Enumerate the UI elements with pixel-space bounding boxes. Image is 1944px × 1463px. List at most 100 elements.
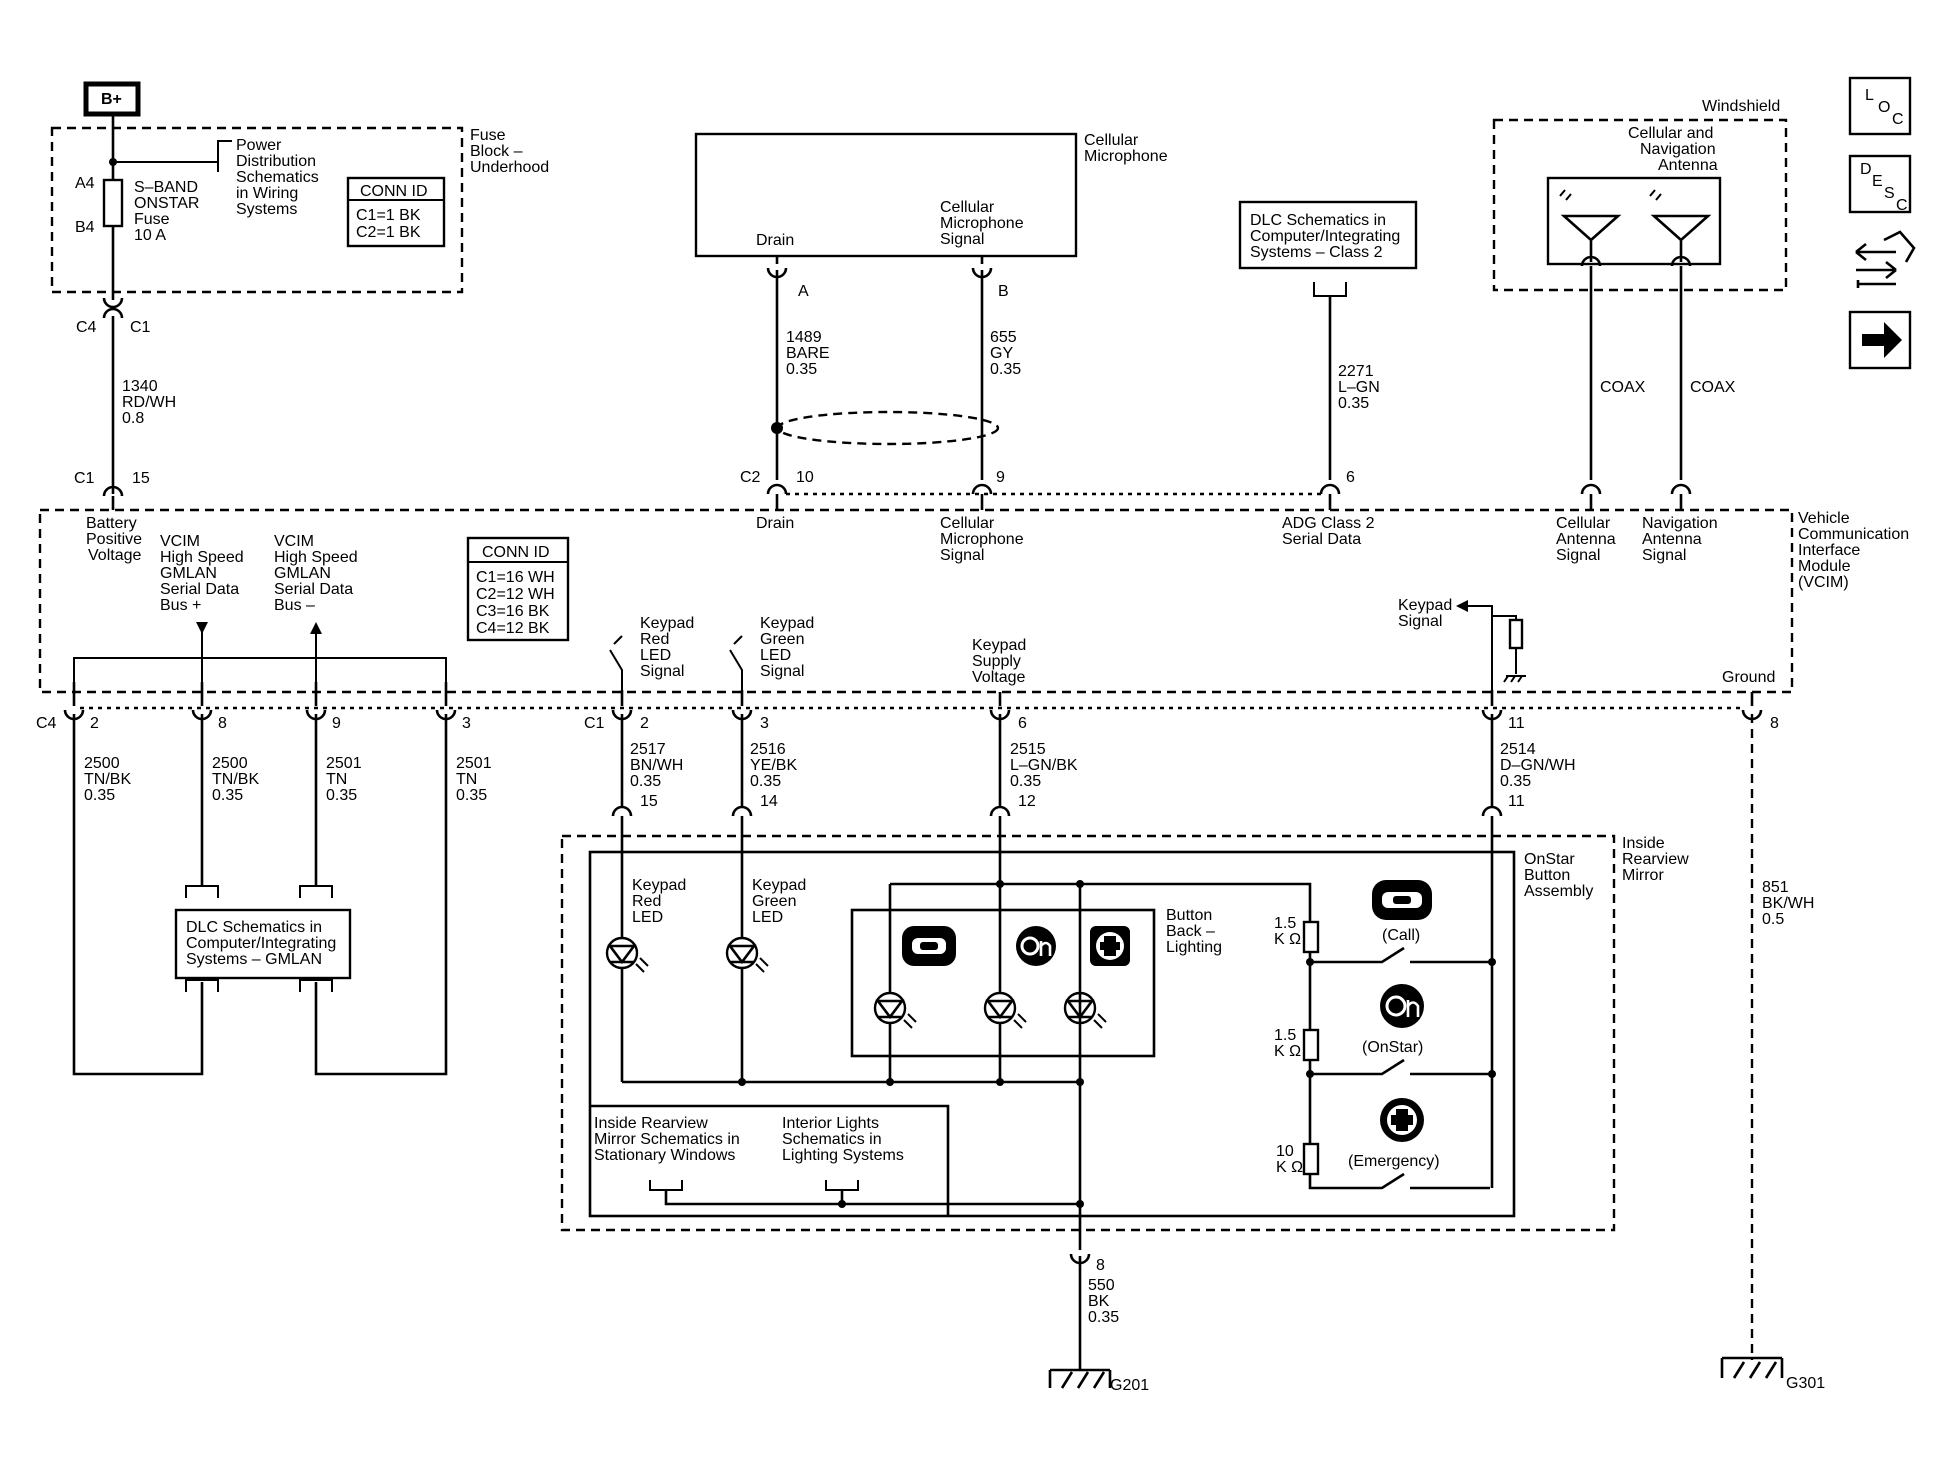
fuse-block-outline (50, 126, 464, 294)
r1-label: 1.5 K Ω (1274, 915, 1301, 948)
nav-icon-desc[interactable]: D E S C (1848, 154, 1912, 214)
lower-pin-3b: 3 (760, 715, 769, 732)
wire-2501a-label: 2501 TN 0.35 (326, 755, 366, 804)
vcim-green-led-label: Keypad Green LED Signal (760, 615, 819, 680)
emergency-label: (Emergency) (1348, 1153, 1440, 1170)
gmlan-wires: 2500 TN/BK 0.35 2500 TN/BK 0.35 2501 TN … (72, 714, 492, 1076)
lower-pin-8: 8 (218, 715, 227, 732)
nav-icon-loc[interactable]: L O C (1848, 76, 1912, 136)
lower-pin-9: 9 (332, 715, 341, 732)
microphone-pin-b: B (998, 283, 1009, 300)
shield-ellipse (776, 410, 1000, 446)
fuse-conn-id-rows: C1=1 BK C2=1 BK (356, 207, 425, 241)
fuse-element (102, 178, 124, 228)
vcim-c2-label: C2 (740, 469, 761, 486)
vcim-pin-10: 10 (796, 469, 814, 486)
mirror-pin-11: 11 (1508, 793, 1525, 810)
wire-1340: 1340 RD/WH 0.8 C1 15 (74, 316, 181, 510)
cellular-microphone: Cellular Microphone Drain Cellular Micro… (694, 132, 1168, 480)
wire-851-label: 851 BK/WH 0.5 (1762, 879, 1819, 928)
mirror-pin-15: 15 (640, 793, 658, 810)
lower-pin-11: 11 (1508, 715, 1525, 732)
g201-label: G201 (1110, 1377, 1149, 1394)
vcim-gmlan-plus-label: VCIM High Speed GMLAN Serial Data Bus + (160, 533, 248, 614)
fuse-pin-a4: A4 (75, 175, 95, 192)
microphone-title: Cellular Microphone (1084, 132, 1168, 165)
lower-pin-gnd: 8 (1770, 715, 1779, 732)
dlc-class2-label: DLC Schematics in Computer/Integrating S… (1250, 212, 1405, 261)
wire-2514-label: 2514 D–GN/WH 0.35 (1500, 741, 1580, 790)
microphone-drain-label: Drain (756, 232, 794, 249)
svg-text:C: C (1896, 197, 1908, 214)
red-led-icon (605, 936, 649, 973)
mirror-red-led-label: Keypad Red LED (632, 877, 691, 926)
vcim-ground-label: Ground (1722, 669, 1775, 686)
vcim-pin-9: 9 (996, 469, 1005, 486)
vcim-lower-connectors: C4 2 8 9 3 C1 2 3 6 11 8 (36, 682, 1779, 732)
ground-g201: 8 550 BK 0.35 G201 (1048, 1252, 1149, 1394)
wire-1489-label: 1489 BARE 0.35 (786, 329, 834, 378)
vcim-cell-antenna-label: Cellular Antenna Signal (1556, 515, 1620, 564)
fuse-connector-c4: C4 (76, 319, 97, 336)
vcim-mic-signal-label: Cellular Microphone Signal (940, 515, 1028, 564)
vcim-adg-label: ADG Class 2 Serial Data (1282, 515, 1379, 548)
fuse-connector-c1: C1 (130, 319, 151, 336)
connector-icon[interactable] (1855, 230, 1916, 288)
vcim-supply-label: Keypad Supply Voltage (972, 637, 1031, 686)
mirror-title: Inside Rearview Mirror (1622, 835, 1693, 884)
r2-label: 1.5 K Ω (1274, 1027, 1301, 1060)
wire-2515-label: 2515 L–GN/BK 0.35 (1010, 741, 1082, 790)
fuse-label: S–BAND ONSTAR Fuse 10 A (134, 179, 204, 244)
svg-text:C: C (1892, 111, 1904, 128)
r3-label: 10 K Ω (1276, 1143, 1303, 1176)
antenna-cell-icon (1559, 189, 1622, 262)
mirror-pin-14: 14 (760, 793, 778, 810)
wire-2516-label: 2516 YE/BK 0.35 (750, 741, 802, 790)
mirror-pin-12: 12 (1018, 793, 1036, 810)
antenna-box (1546, 176, 1722, 266)
wire-655-label: 655 GY 0.35 (990, 329, 1021, 378)
interior-lights-ref: Interior Lights Schematics in Lighting S… (782, 1115, 904, 1164)
vcim-battery-label: Battery Positive Voltage (86, 515, 146, 564)
microphone-pin-a: A (798, 283, 809, 300)
windshield-outline (1492, 118, 1788, 292)
resistor-3 (1302, 1142, 1320, 1176)
assembly-label: OnStar Button Assembly (1524, 851, 1593, 900)
microphone-box (694, 132, 1078, 258)
inside-rearview-mirror: Inside Rearview Mirror 15 14 12 11 OnSta… (560, 793, 1693, 1250)
coax-1-label: COAX (1600, 379, 1646, 396)
g201-pin-8: 8 (1096, 1257, 1105, 1274)
fuse-conn-id-header: CONN ID (360, 183, 428, 200)
vcim-c1-label: C1 (74, 470, 95, 487)
next-arrow-icon[interactable] (1848, 310, 1912, 370)
vcim-gmlan-minus-label: VCIM High Speed GMLAN Serial Data Bus – (274, 533, 362, 614)
back-lighting-box (850, 908, 1156, 1058)
vcim-conn-id-box (466, 536, 570, 642)
wire-2271-label: 2271 L–GN 0.35 (1338, 363, 1384, 412)
vcim-nav-antenna-label: Navigation Antenna Signal (1642, 515, 1722, 564)
windshield-antenna: Windshield Cellular and Navigation Anten… (1492, 98, 1788, 480)
vcim-module: Vehicle Communication Interface Module (… (38, 469, 1909, 694)
fuse-block: B+ Fuse Block – Underhood A4 B4 S–BAND O… (50, 81, 549, 336)
lower-pin-3a: 3 (462, 715, 471, 732)
wire-2500a-label: 2500 TN/BK 0.35 (84, 755, 136, 804)
emergency-button-icon (1090, 926, 1130, 966)
green-led-icon (725, 936, 769, 973)
wire-550-label: 550 BK 0.35 (1088, 1277, 1119, 1326)
wire-1340-label: 1340 RD/WH 0.8 (122, 378, 181, 427)
call-button-icon (902, 926, 956, 966)
coax-2-label: COAX (1690, 379, 1736, 396)
power-distribution-ref: Power Distribution Schematics in Wiring … (236, 137, 323, 218)
backlight-led-3-icon (1063, 991, 1107, 1029)
onstar-label: (OnStar) (1362, 1039, 1423, 1056)
dlc-class2: DLC Schematics in Computer/Integrating S… (1238, 200, 1418, 480)
antenna-nav-icon (1649, 189, 1712, 262)
onstar-button-icon (1016, 926, 1056, 966)
dlc-gmlan-label: DLC Schematics in Computer/Integrating S… (186, 919, 341, 968)
dlc-class2-box (1238, 200, 1418, 270)
backlight-led-1-icon (873, 991, 917, 1029)
resistor-2 (1302, 1028, 1320, 1062)
svg-text:O: O (1878, 99, 1890, 116)
windshield-title: Windshield (1702, 98, 1780, 115)
mirror-schematics-ref: Inside Rearview Mirror Schematics in Sta… (594, 1115, 744, 1164)
